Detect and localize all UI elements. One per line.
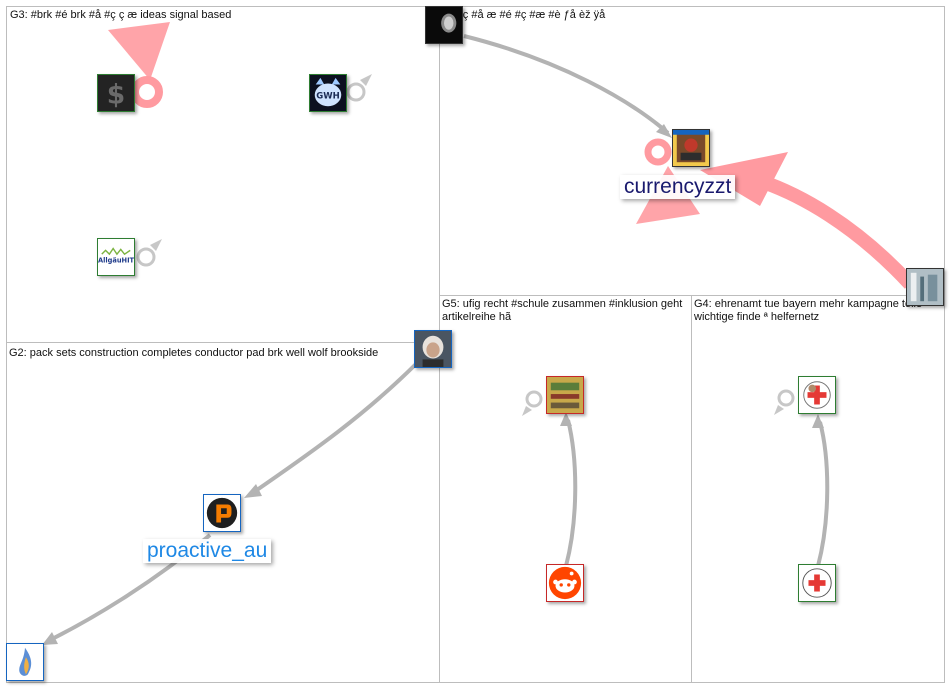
edge-loop-gwh: [346, 82, 366, 102]
edge-loop-dollar-dot: [144, 90, 148, 94]
group-panel-g4: [691, 295, 945, 683]
reddit-icon: [547, 565, 583, 601]
edge-loop-poster-arrow: [522, 406, 532, 416]
dollar-sign-icon: $: [98, 75, 134, 111]
node-dollar[interactable]: $: [97, 74, 135, 112]
edge-arrowhead-3: [42, 632, 58, 645]
edge-loop-currencyzzt: [644, 138, 672, 166]
gwh-cat-logo: GWH: [310, 75, 346, 111]
node-label-proactive-au: proactive_au: [143, 539, 272, 563]
edge-loop-dollar: [131, 76, 163, 108]
node-currencyzzt[interactable]: [672, 129, 710, 167]
edge-arrowhead-5: [812, 414, 824, 428]
proactive-logo: [204, 495, 240, 531]
node-dark-portrait[interactable]: [425, 6, 463, 44]
node-red-cross-1[interactable]: [798, 376, 836, 414]
node-gwh[interactable]: GWH: [309, 74, 347, 112]
edge-reddit-to-poster: [564, 419, 578, 567]
flame-logo: [7, 644, 43, 680]
node-red-cross-2[interactable]: [798, 564, 836, 602]
group-panel-g3: [6, 6, 440, 343]
edge-loop-allgaeuhit-arrow: [150, 239, 162, 251]
portrait-avatar: [426, 7, 462, 43]
allgaeuhit-logo: AllgäuHIT: [98, 239, 134, 275]
group-label-g4: G4: ehrenamt tue bayern mehr kampagne to…: [694, 298, 923, 323]
collage-avatar: [673, 130, 709, 166]
edge-loop-poster: [525, 390, 543, 408]
edge-loop-allgaeuhit: [136, 247, 156, 267]
edge-arrowhead-4: [560, 412, 572, 426]
edge-loop-redcross1-arrow: [774, 405, 784, 415]
node-flame[interactable]: [6, 643, 44, 681]
red-cross-icon: [799, 377, 835, 413]
svg-text:GWH: GWH: [316, 92, 340, 102]
edge-old-man-to-proactive: [252, 360, 420, 494]
photo-avatar: [907, 269, 943, 305]
edge-loop-redcross1: [777, 389, 795, 407]
group-label-g5: G5: ufig recht #schule zusammen #inklusi…: [442, 298, 683, 323]
group-panel-g5: [439, 295, 692, 683]
node-proactive-au[interactable]: [203, 494, 241, 532]
poster-avatar: [547, 377, 583, 413]
allgaeuhit-logo-text: AllgäuHIT: [98, 257, 134, 265]
edge-arrowhead-2: [244, 484, 262, 498]
node-old-man[interactable]: [414, 330, 452, 368]
edge-self-loop-dollar: [108, 22, 170, 80]
edge-dark-portrait-to-currencyzzt: [463, 34, 670, 135]
group-label-g2: G2: pack sets construction completes con…: [9, 347, 379, 359]
edge-pink-arrowhead: [700, 152, 788, 206]
edge-loop-currencyzzt-dot: [656, 150, 660, 154]
edge-loop-gwh-arrow: [360, 74, 372, 86]
node-allgaeuhit[interactable]: AllgäuHIT: [97, 238, 135, 276]
node-label-currencyzzt: currencyzzt: [620, 175, 736, 199]
edge-redcross2-to-redcross1: [816, 421, 830, 567]
node-street-photo[interactable]: [906, 268, 944, 306]
node-poster[interactable]: [546, 376, 584, 414]
red-cross-icon: [799, 565, 835, 601]
node-reddit[interactable]: [546, 564, 584, 602]
portrait-avatar: [415, 331, 451, 367]
group-label-g3: G3: #brk #é brk #å #ç ç æ ideas signal b…: [10, 9, 232, 21]
group-label-g1: G1: ç #å æ #é #ç #æ #è ƒå èž ÿå: [442, 9, 606, 21]
edge-arrowhead-1: [656, 124, 672, 138]
svg-text:$: $: [107, 79, 125, 110]
